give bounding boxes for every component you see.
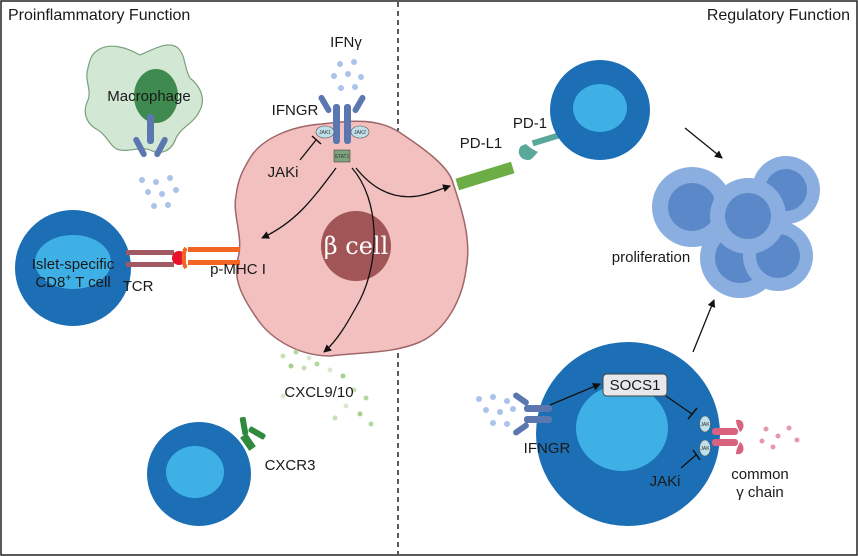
ifngr-receptor-beta <box>318 94 366 144</box>
pdl1-label: PD-L1 <box>460 135 503 152</box>
jak2-oval <box>350 125 370 139</box>
jak1-label: JAK1 <box>319 130 331 136</box>
cxcr3-tcell-nucleus <box>166 446 224 498</box>
ifng-label: IFNγ <box>330 34 362 51</box>
macrophage-ifng-dots <box>139 175 179 209</box>
ifngr-right-label: IFNGR <box>524 440 571 457</box>
arrow-to-pdl1 <box>355 167 451 198</box>
arrow-ifngr-to-socs1 <box>549 383 601 406</box>
arrow-jak-to-proliferation <box>692 299 716 353</box>
common-gamma-chain-receptor <box>712 419 744 455</box>
macrophage: Macrophage <box>84 44 203 209</box>
jak-upper-label: JAK <box>700 422 710 428</box>
macrophage-nucleus <box>134 69 178 123</box>
gamma-chain-label: γ chain <box>736 484 784 501</box>
ifng-dots-top <box>331 59 364 91</box>
jak-oval-upper <box>699 415 711 433</box>
socs1-label: SOCS1 <box>610 377 661 394</box>
pdl1-receptor <box>455 161 515 191</box>
cytokine-dots-right <box>759 425 800 450</box>
panel-title-proinflammatory: Proinflammatory Function <box>8 7 190 24</box>
cxcl-label: CXCL9/10 <box>284 384 353 401</box>
islet-label-line2: CD8+ T cell <box>35 273 110 291</box>
pd1-receptor <box>518 131 563 160</box>
beta-cell-label: β cell <box>324 232 389 260</box>
pmhc-label: p-MHC I <box>210 261 266 278</box>
islet-label-line1: Islet-specific <box>32 256 115 273</box>
jak-tcell-nucleus <box>576 385 668 471</box>
cxcl-dots <box>280 349 374 427</box>
jak2-label: JAK2 <box>354 130 366 136</box>
arrow-pd1-to-proliferation <box>684 127 723 159</box>
cxcr3-receptor <box>239 416 266 451</box>
proliferating-cells <box>652 156 820 298</box>
socs1-inhibit-bar <box>687 407 698 420</box>
islet-tcell: Islet-specific CD8+ T cell <box>15 210 131 326</box>
pmhc-receptor <box>181 246 240 270</box>
jak-lower-label: JAK <box>700 446 710 452</box>
panel-title-regulatory: Regulatory Function <box>707 7 850 24</box>
jaki-right-inhibit-bar <box>692 449 701 461</box>
tcr-label: TCR <box>123 278 154 295</box>
regulatory-tcell-nucleus <box>573 84 627 132</box>
cxcr3-tcell <box>147 422 251 526</box>
jaki-left-label: JAKi <box>268 164 299 181</box>
jak-oval-lower <box>699 439 711 457</box>
ifngr-receptor-right <box>513 392 552 436</box>
cxcr3-label: CXCR3 <box>265 457 316 474</box>
jaki-left-inhibit-line <box>299 139 317 161</box>
socs1-inhibit-line <box>665 395 693 415</box>
ifng-dots-right <box>476 394 516 427</box>
common-label: common <box>731 466 789 483</box>
stat1-label: STAT1 <box>335 154 350 160</box>
proliferation-label: proliferation <box>612 249 690 266</box>
jaki-right-inhibit-line <box>680 454 697 469</box>
beta-cell: β cell <box>234 120 469 357</box>
tcr-receptor <box>126 250 174 267</box>
ifngr-top-label: IFNGR <box>272 102 319 119</box>
macrophage-receptor <box>133 114 168 158</box>
pd1-label: PD-1 <box>513 115 547 132</box>
islet-tcell-nucleus <box>35 235 111 289</box>
stat1-box <box>333 149 351 163</box>
jak1-oval <box>315 125 335 139</box>
socs1-box <box>602 373 668 397</box>
regulatory-tcell-top <box>550 60 650 160</box>
arrow-to-pmhc <box>261 167 337 239</box>
arrow-to-cxcl <box>323 167 375 353</box>
jak-signal-tcell <box>536 342 720 526</box>
macrophage-label: Macrophage <box>107 88 190 105</box>
jaki-left-inhibit-bar <box>311 135 322 145</box>
jaki-right-label: JAKi <box>650 473 681 490</box>
